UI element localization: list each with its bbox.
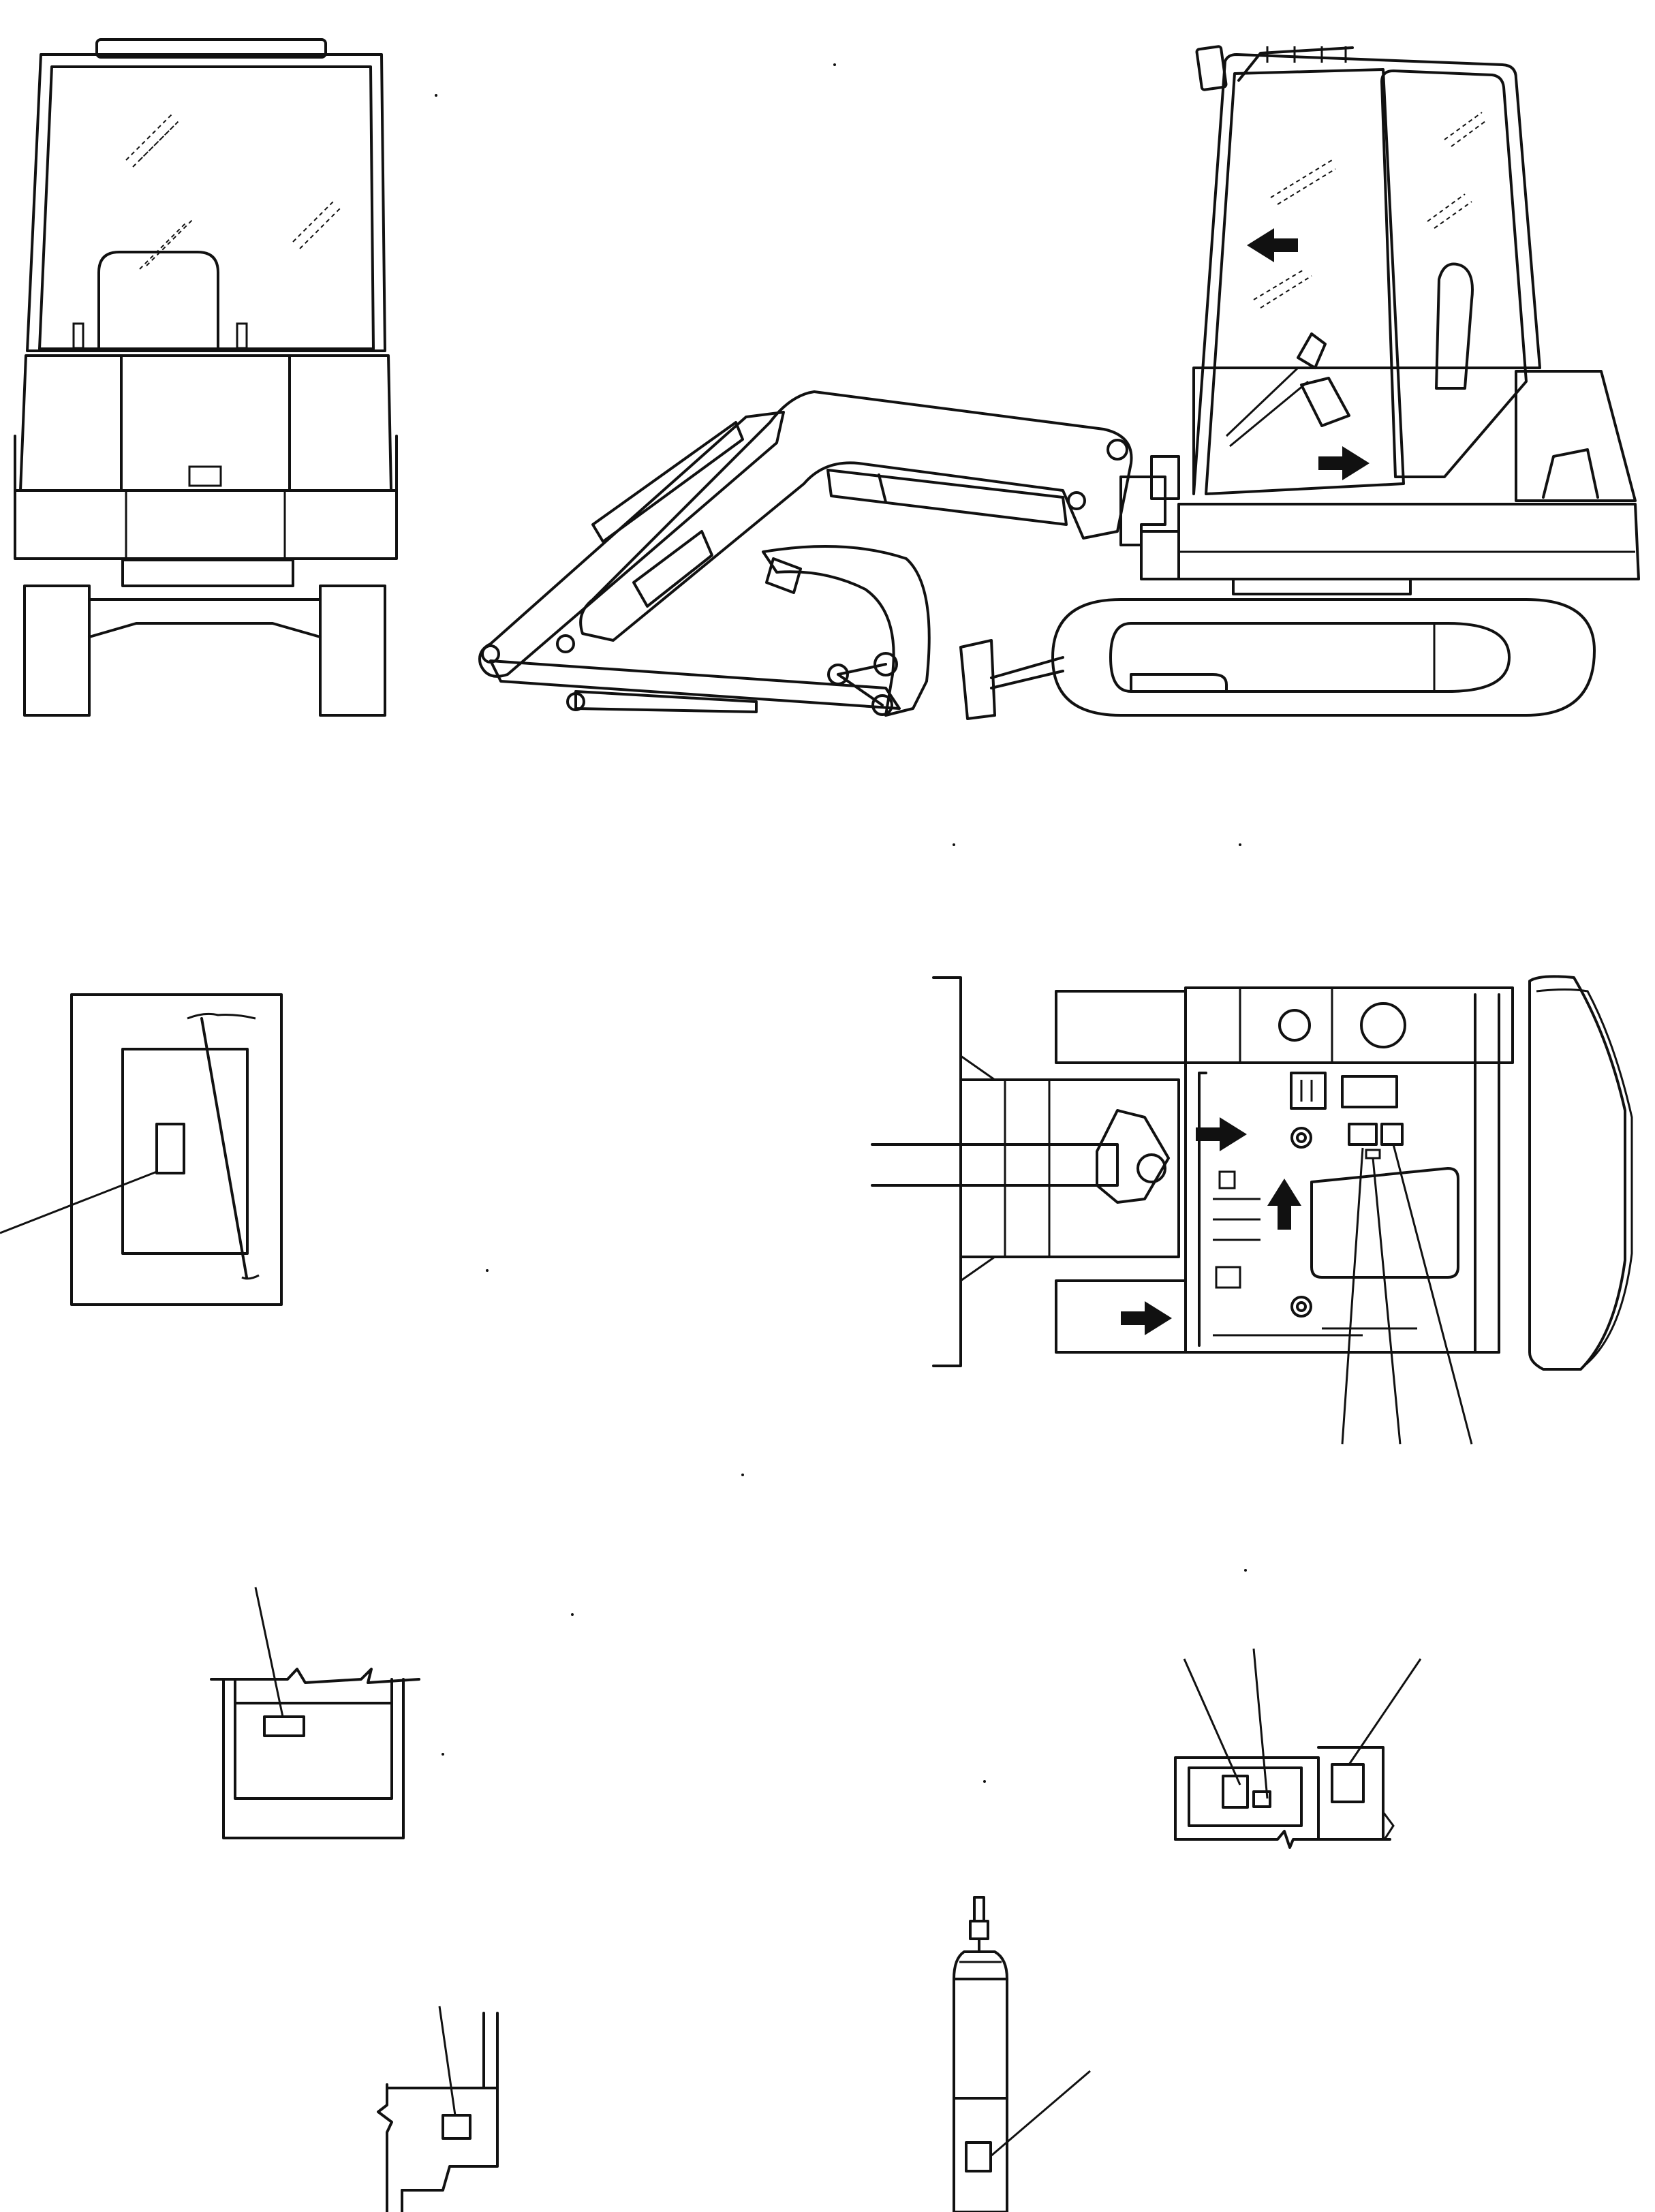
front-badge xyxy=(188,465,222,487)
side-track xyxy=(1051,598,1596,717)
detail-left-mid xyxy=(0,993,283,1306)
top-fuel-cap xyxy=(1278,1009,1311,1042)
top-arm xyxy=(871,1143,1119,1187)
top-engine-cover xyxy=(1528,975,1626,1371)
arrow-up-icon xyxy=(1267,1179,1301,1230)
bracket-leader-line xyxy=(438,2006,457,2116)
scan-specks xyxy=(435,63,1247,1783)
cluster-label-3 xyxy=(1331,1763,1365,1803)
engine-hood xyxy=(1515,370,1637,502)
label-plate xyxy=(155,1123,185,1174)
arrow-right-icon-1 xyxy=(1196,1117,1247,1151)
tray-label-plate xyxy=(263,1715,305,1737)
track-right xyxy=(319,585,386,717)
arrow-right-icon xyxy=(1318,446,1370,480)
bracket-label-plate xyxy=(442,2114,471,2140)
detail-tray xyxy=(210,1587,420,1839)
tray-leader-line xyxy=(254,1587,284,1717)
post-left xyxy=(72,322,84,349)
detail-label-cluster xyxy=(1174,1648,1422,1849)
top-leader-lines xyxy=(1341,1144,1473,1445)
top-label-3 xyxy=(1365,1149,1381,1159)
bucket xyxy=(762,545,931,717)
side-body xyxy=(1177,503,1640,580)
front-body xyxy=(19,354,392,492)
boom-cylinder xyxy=(826,469,1068,526)
cluster-label-2 xyxy=(1252,1790,1271,1808)
top-label-2 xyxy=(1380,1123,1404,1146)
bucket-cylinder xyxy=(574,690,758,713)
lever-tip xyxy=(969,1920,989,1940)
arrow-left-icon xyxy=(1247,228,1298,262)
side-view xyxy=(478,45,1640,720)
arm xyxy=(478,411,785,678)
top-label-1 xyxy=(1348,1123,1378,1146)
front-view xyxy=(14,38,398,717)
cab-frame xyxy=(26,53,386,352)
lever-leader-line xyxy=(990,2070,1091,2158)
top-tank-cap xyxy=(1360,1002,1406,1048)
track-left xyxy=(23,585,91,717)
top-lever-knob-1 xyxy=(1290,1127,1312,1149)
arm-cylinder xyxy=(591,421,744,543)
top-seat xyxy=(1310,1167,1459,1279)
top-view xyxy=(871,975,1633,1445)
side-seat xyxy=(1435,262,1474,390)
dozer-blade xyxy=(959,639,996,720)
boom xyxy=(579,390,1133,642)
top-counterweight-bottom xyxy=(1055,1279,1187,1354)
lever-boot xyxy=(953,1950,1008,1980)
top-counterweight-left xyxy=(1055,990,1187,1064)
detail-inner-panel xyxy=(121,1048,249,1255)
arrow-right-icon-2 xyxy=(1121,1301,1172,1335)
post-right xyxy=(236,322,248,349)
cluster-leader-lines xyxy=(1183,1648,1422,1799)
side-lever xyxy=(1300,377,1350,427)
lever-body xyxy=(953,1978,1008,2212)
beacon xyxy=(1195,45,1228,91)
leader-line xyxy=(0,1170,157,1234)
side-cab xyxy=(1192,53,1541,495)
detail-bracket xyxy=(377,2006,499,2212)
detail-outer-frame xyxy=(70,993,283,1306)
cluster-label-1 xyxy=(1222,1775,1249,1809)
top-lever-knob-2 xyxy=(1290,1296,1312,1318)
lever-label-plate xyxy=(965,2141,992,2172)
detail-lever xyxy=(953,1896,1091,2212)
